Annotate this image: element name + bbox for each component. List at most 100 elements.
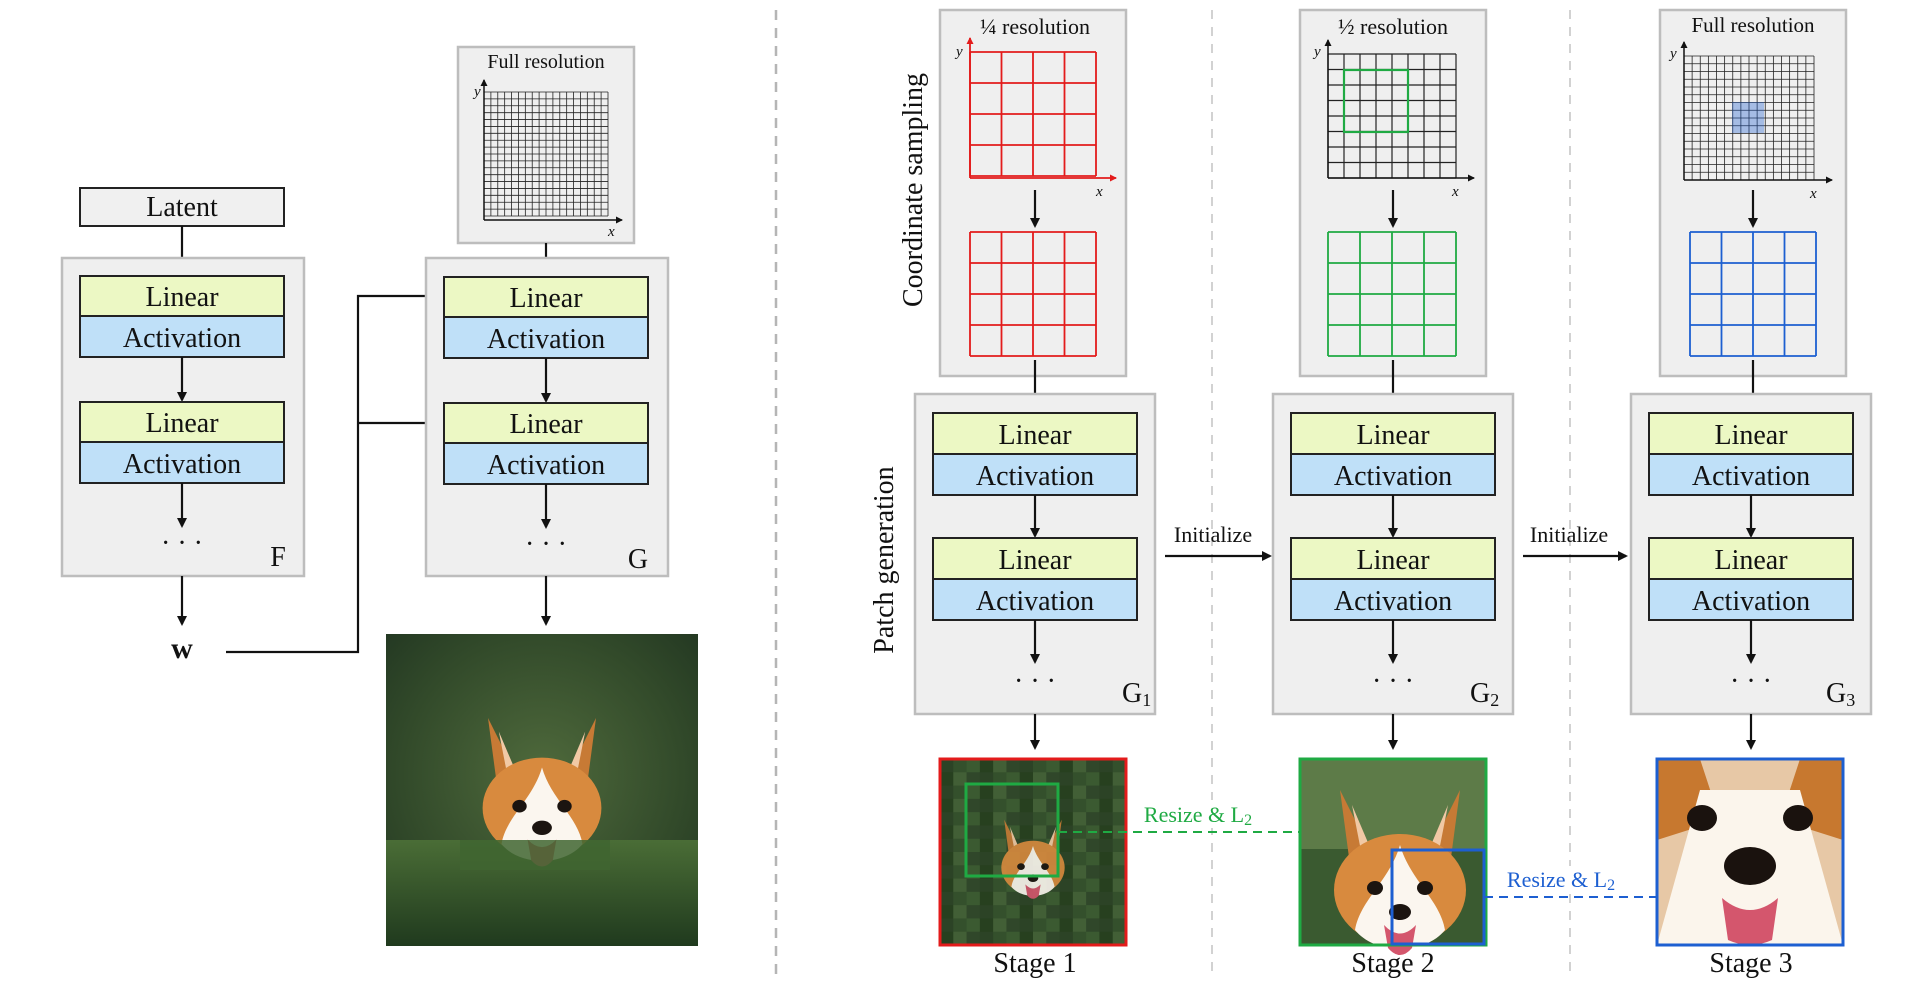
stage-1-pixel bbox=[993, 785, 1007, 800]
stage-1-pixel bbox=[953, 812, 968, 826]
stage-1-pixel bbox=[979, 905, 994, 919]
stage-1-pixel bbox=[940, 931, 954, 946]
stage-1-pixel bbox=[979, 891, 994, 906]
stage-1-pixel bbox=[953, 798, 968, 813]
stage-1-pixel bbox=[1086, 931, 1100, 946]
stage-1-pixel bbox=[1046, 905, 1061, 919]
g2-linear-2-label: Linear bbox=[1356, 545, 1430, 576]
stage-1-pixel bbox=[1086, 852, 1100, 866]
full-res-x-label: x bbox=[607, 224, 615, 240]
stage-2: ½ resolution y x Linear Activation Linea… bbox=[1271, 8, 1515, 979]
stage-3-x-label: x bbox=[1809, 186, 1817, 202]
stage-1-pixel bbox=[1046, 931, 1061, 946]
stage-1-pixel bbox=[966, 878, 981, 893]
stage-1-pixel bbox=[1086, 838, 1100, 853]
f-label: F bbox=[270, 542, 286, 573]
stage-1-pixel bbox=[953, 931, 968, 946]
g-activation-2-label: Activation bbox=[487, 450, 605, 481]
stage-1-pixel bbox=[993, 931, 1007, 946]
stage-1-pixel bbox=[993, 918, 1007, 933]
g3-activation-2 bbox=[1648, 578, 1854, 621]
stage-1-pixel bbox=[1099, 785, 1114, 800]
stage-1-pixel bbox=[1112, 772, 1127, 787]
stage-1-pixel bbox=[1046, 759, 1061, 773]
stage-1-pixel bbox=[1072, 878, 1087, 893]
stage-1-pixel bbox=[1086, 785, 1100, 800]
g-activation-2 bbox=[443, 442, 649, 485]
stage-1-pixel bbox=[966, 825, 981, 840]
stage-1-pixel bbox=[1112, 918, 1127, 933]
g3-linear-2-label: Linear bbox=[1714, 545, 1788, 576]
stage-3-sampled-region bbox=[1732, 102, 1764, 133]
stage-1-resolution-label: ¼ resolution bbox=[980, 14, 1090, 39]
stage-1-pixel bbox=[1033, 785, 1047, 800]
stage-1-label: Stage 1 bbox=[993, 948, 1076, 979]
stage-1-pixel bbox=[979, 852, 994, 866]
stage-1-pixel bbox=[1033, 812, 1047, 826]
stage-1-pixel bbox=[966, 891, 981, 906]
initialize-label-2: Initialize bbox=[1530, 522, 1608, 547]
stage-1-pixel bbox=[1019, 825, 1034, 840]
stage-1-pixel bbox=[1059, 918, 1074, 933]
stage-1-pixel bbox=[1112, 931, 1127, 946]
stage-1-x-label: x bbox=[1095, 184, 1103, 200]
g2-activation-1-label: Activation bbox=[1334, 461, 1452, 492]
f-activation-2-label: Activation bbox=[123, 449, 241, 480]
stage-1-pixel bbox=[1086, 865, 1100, 880]
stage-1-pixel bbox=[1072, 785, 1087, 800]
stage-1-pixel bbox=[1099, 772, 1114, 787]
g2-dots: · · · bbox=[1372, 666, 1414, 697]
stage-1-pixel bbox=[1112, 905, 1127, 919]
row-label-patch-generation: Patch generation bbox=[869, 466, 900, 653]
stage-1-pixel bbox=[1099, 905, 1114, 919]
latent-label: Latent bbox=[146, 192, 218, 223]
stage-1-pixel bbox=[979, 785, 994, 800]
stage-1-pixel bbox=[1006, 785, 1021, 800]
stage-1-pixel bbox=[953, 759, 968, 773]
stage-1-pixel bbox=[979, 838, 994, 853]
full-resolution-label: Full resolution bbox=[487, 51, 604, 73]
stage-1-pixel bbox=[1072, 918, 1087, 933]
g1-linear-2-label: Linear bbox=[998, 545, 1072, 576]
stage-1-pixel bbox=[1019, 785, 1034, 800]
stage-1-pixel bbox=[1072, 891, 1087, 906]
stage-1-pixel bbox=[1099, 759, 1114, 773]
stage-2-y-label: y bbox=[1312, 44, 1321, 60]
stage-3: Full resolution y x Linear Activation Li… bbox=[1629, 8, 1873, 979]
stage-1-pixel bbox=[966, 759, 981, 773]
stage-3-resolution-label: Full resolution bbox=[1691, 13, 1815, 37]
g1-linear-1-label: Linear bbox=[998, 420, 1072, 451]
stage-1-pixel bbox=[1099, 891, 1114, 906]
stage-1-pixel bbox=[1006, 905, 1021, 919]
stage-1-pixel bbox=[966, 785, 981, 800]
stage-1-pixel bbox=[1086, 772, 1100, 787]
stage-1-pixel bbox=[1059, 838, 1074, 853]
stage-1-pixel bbox=[953, 785, 968, 800]
stage-1-pixel bbox=[953, 838, 968, 853]
stage-1-pixel bbox=[1006, 759, 1021, 773]
stage-1-pixel bbox=[1072, 812, 1087, 826]
stage-2-sampled-region bbox=[1342, 68, 1410, 134]
stage-3-coord-grid bbox=[1683, 55, 1815, 181]
stage-1-y-label: y bbox=[954, 44, 963, 60]
stage-1-patch-grid bbox=[969, 231, 1097, 357]
stage-1-pixel bbox=[1086, 759, 1100, 773]
g3-linear-1 bbox=[1648, 412, 1854, 455]
stage-1-pixel bbox=[953, 825, 968, 840]
stage-1-pixel bbox=[940, 865, 954, 880]
initialize-label-1: Initialize bbox=[1174, 522, 1252, 547]
stage-1-pixel bbox=[966, 931, 981, 946]
stage-1-pixel bbox=[1059, 798, 1074, 813]
f-activation-2 bbox=[79, 441, 285, 484]
stage-1-pixel bbox=[993, 838, 1007, 853]
stage-1-pixel bbox=[966, 812, 981, 826]
stage-1-pixel bbox=[1112, 891, 1127, 906]
g-activation-1 bbox=[443, 316, 649, 359]
g-activation-1-label: Activation bbox=[487, 324, 605, 355]
stage-1-pixel bbox=[940, 905, 954, 919]
stage-1-pixel bbox=[1112, 798, 1127, 813]
g1-activation-2-label: Activation bbox=[976, 586, 1094, 617]
f-linear-1-label: Linear bbox=[145, 282, 219, 313]
g-linear-1 bbox=[443, 276, 649, 318]
stage-1-pixel bbox=[1033, 825, 1047, 840]
